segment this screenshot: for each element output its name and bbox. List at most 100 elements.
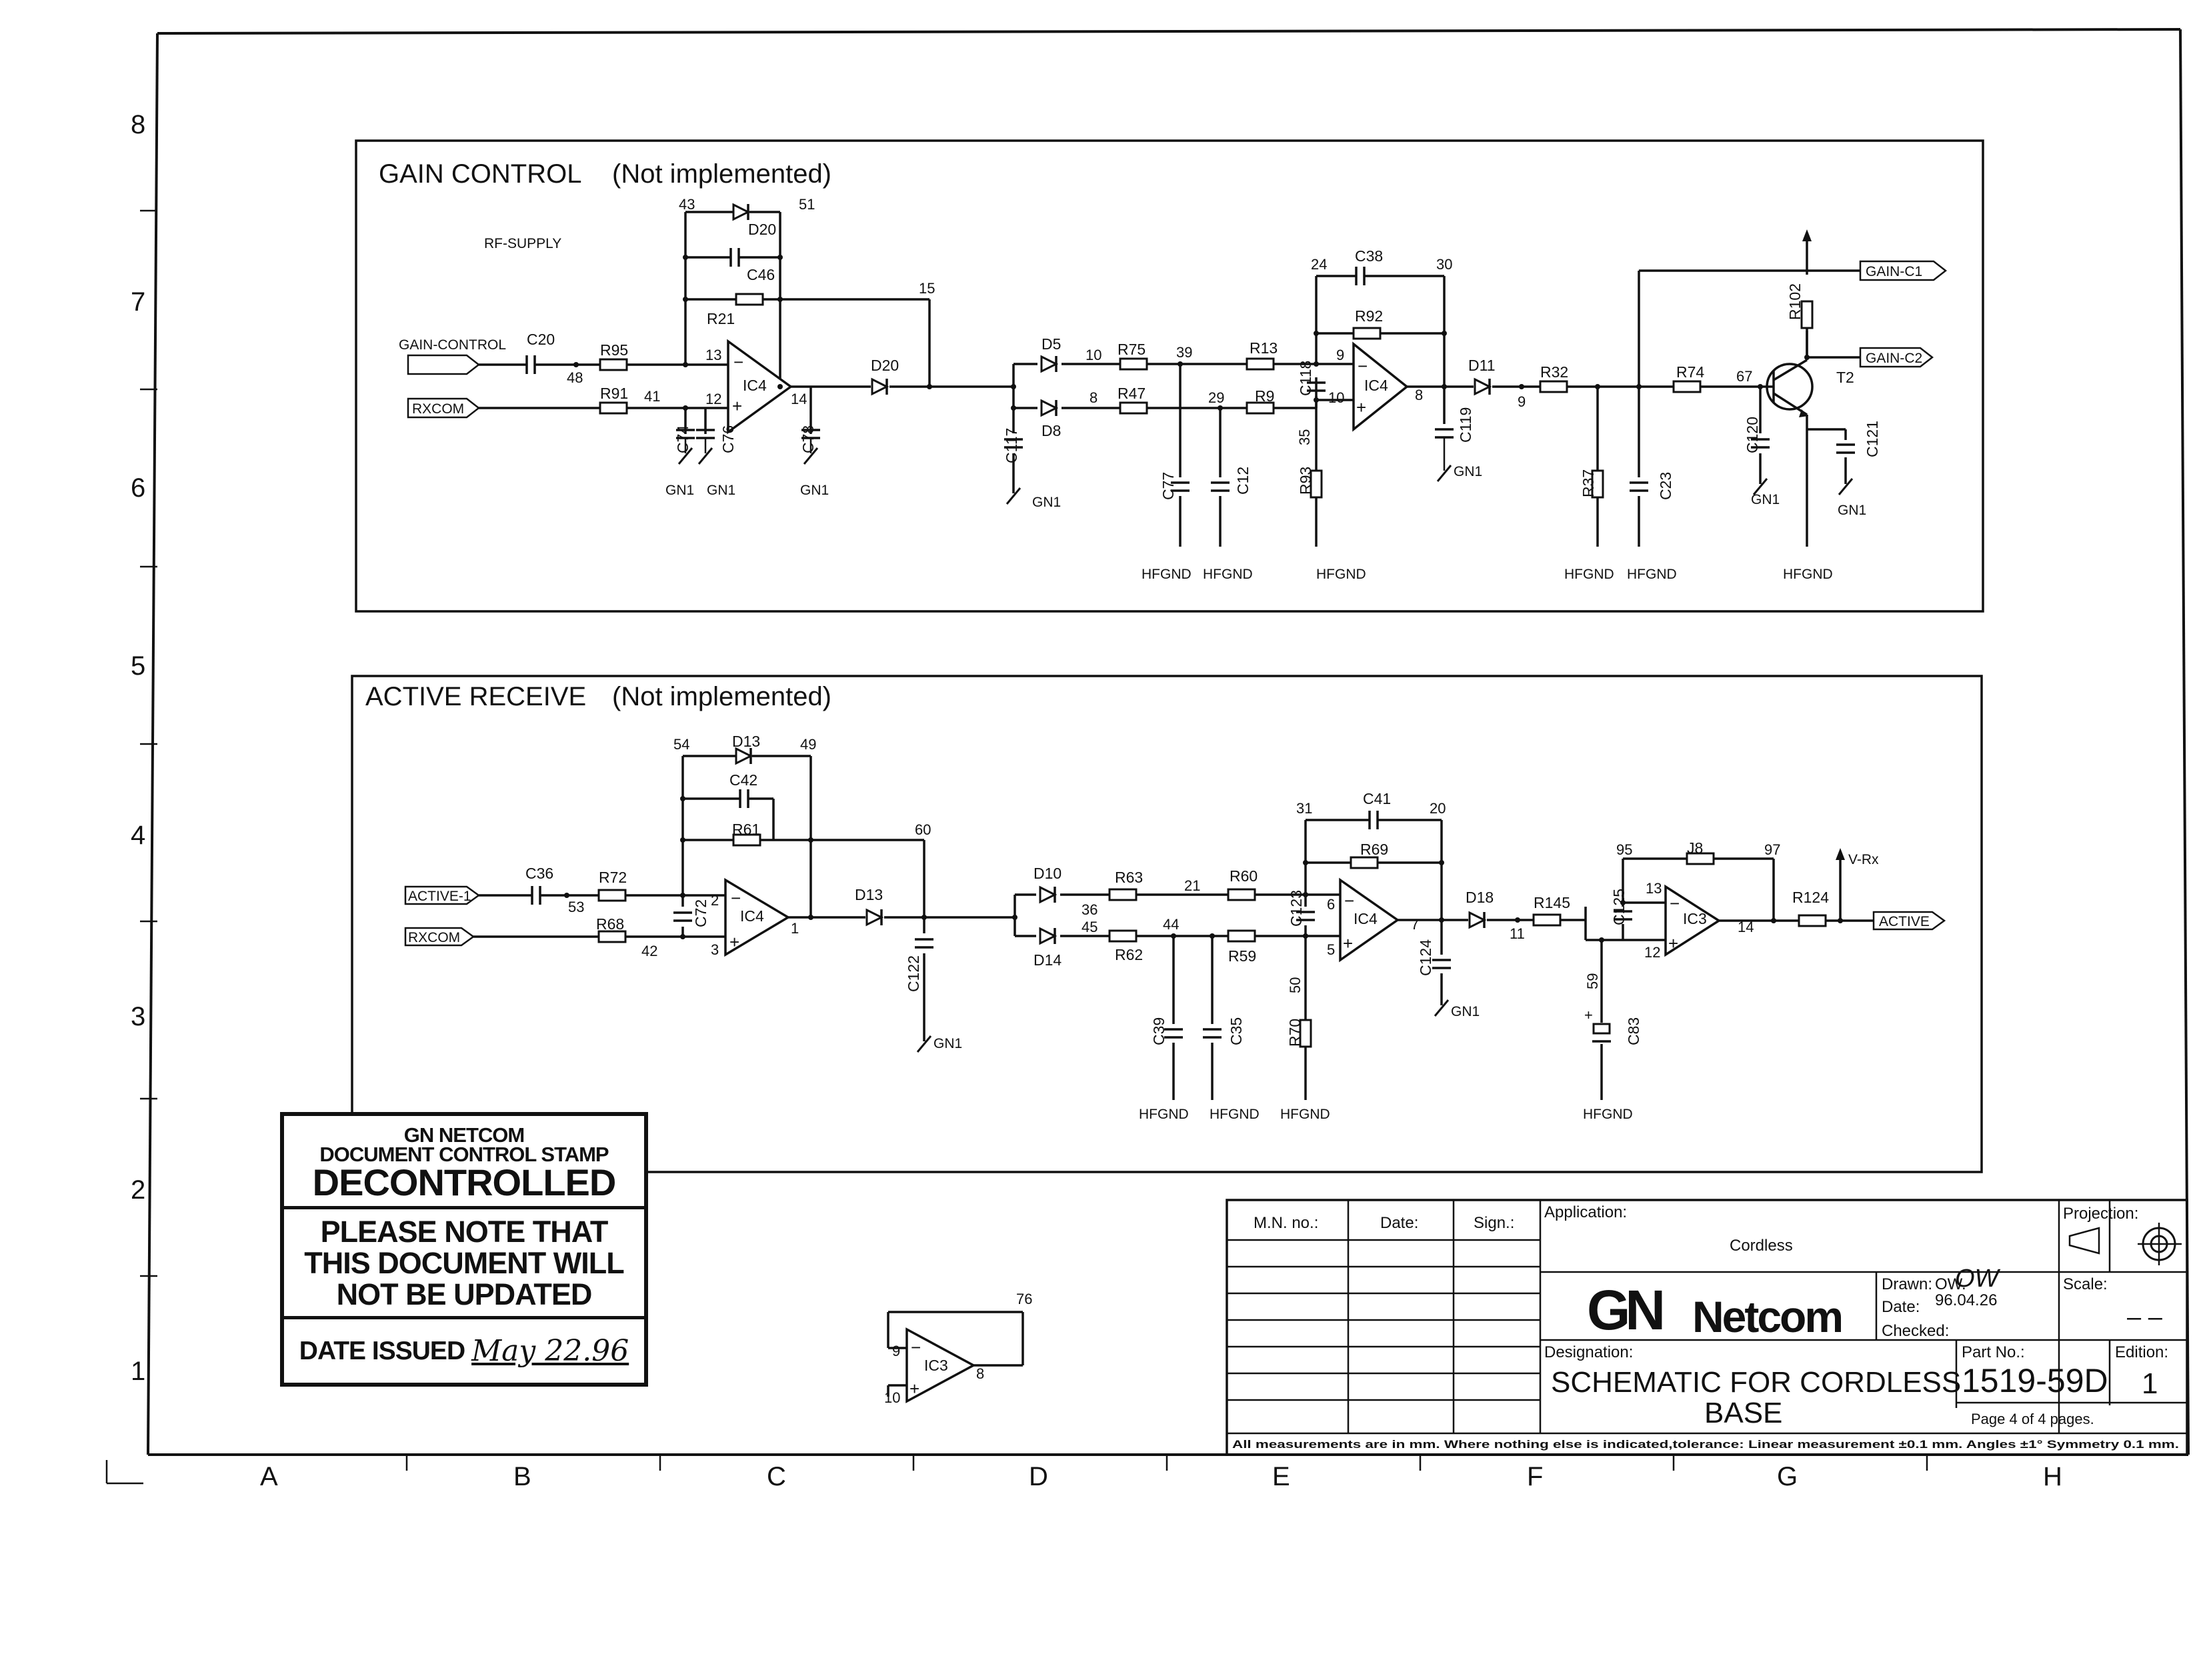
node-number: 29 (1208, 389, 1224, 406)
application-label: Application: (1544, 1203, 1627, 1221)
projection-label: Projection: (2063, 1205, 2138, 1223)
ground-label: GN1 (665, 483, 694, 498)
stamp-status: DECONTROLLED (312, 1161, 617, 1203)
col-label: D (1029, 1462, 1048, 1491)
svg-text:+: + (909, 1379, 919, 1399)
node-number: 48 (567, 369, 583, 386)
row-label: 4 (131, 821, 145, 850)
part-label: IC3 (1683, 910, 1707, 927)
node-number: 10 (1328, 389, 1344, 406)
part-label: IC4 (1364, 377, 1388, 394)
part-label: R75 (1118, 341, 1146, 358)
node-number: 7 (1411, 916, 1419, 933)
node-number: 30 (1436, 256, 1452, 273)
ground-label: GN1 (1751, 492, 1780, 507)
part-label: D20 (871, 357, 899, 374)
node-number: 97 (1764, 841, 1780, 858)
ground-label: GN1 (1454, 464, 1482, 479)
part-label: IC3 (924, 1357, 948, 1374)
stamp-header: GN NETCOM DOCUMENT CONTROL STAMP DECONTR… (284, 1116, 644, 1209)
part-label: C118 (1297, 361, 1314, 396)
port-gain-control (407, 354, 481, 375)
svg-text:+: + (732, 396, 742, 416)
port-rxcom (404, 927, 475, 947)
stamp-company: GN NETCOM (403, 1123, 525, 1147)
node-number: 43 (679, 196, 695, 213)
node-number: 21 (1184, 877, 1200, 894)
svg-text:−: − (1344, 891, 1354, 911)
node-number: 14 (791, 391, 807, 407)
ground-label: HFGND (1142, 567, 1192, 582)
row-label: 5 (131, 651, 145, 681)
node-number: 36 (1081, 901, 1097, 918)
node-number: 9 (1518, 393, 1526, 410)
node-number: 2 (711, 892, 719, 909)
port-rxcom (407, 397, 481, 419)
drawn-signature: OW (1955, 1265, 2001, 1293)
col-label: C (767, 1462, 786, 1491)
svg-text:−: − (733, 352, 743, 372)
stamp-date-signature: May 22.96 (471, 1334, 629, 1368)
stamp-note-line: PLEASE NOTE THAT (320, 1215, 609, 1249)
svg-text:+: + (1343, 933, 1353, 953)
logo-gn: GN (1587, 1279, 1662, 1341)
section-note: (Not implemented) (612, 682, 831, 711)
port-active (1872, 911, 1946, 931)
stamp-date-row: DATE ISSUED May 22.96 (284, 1319, 644, 1383)
stamp-notice: PLEASE NOTE THAT THIS DOCUMENT WILL NOT … (284, 1209, 644, 1319)
part-label: R63 (1115, 869, 1143, 886)
part-label: C42 (729, 771, 757, 789)
part-label: D14 (1033, 951, 1061, 969)
section-note: (Not implemented) (612, 159, 831, 189)
part-label: R69 (1360, 841, 1388, 858)
part-label: D5 (1041, 335, 1061, 353)
svg-text:−: − (911, 1337, 921, 1357)
node-number: 41 (644, 388, 660, 405)
node-number: 6 (1327, 896, 1335, 913)
edition-label: Edition: (2115, 1343, 2168, 1361)
tolerance-footer: All measurements are in mm. Where nothin… (1232, 1438, 2179, 1451)
page-count: Page 4 of 4 pages. (1971, 1411, 2094, 1427)
part-label: C72 (692, 899, 709, 927)
designation-line1: SCHEMATIC FOR CORDLESS (1551, 1366, 1961, 1399)
part-label: C78 (799, 425, 817, 453)
part-label: D20 (748, 221, 776, 238)
port-active-1 (404, 885, 481, 905)
ground-label: HFGND (1564, 567, 1614, 582)
mn-label: M.N. no.: (1254, 1214, 1318, 1232)
part-label: R124 (1792, 889, 1829, 906)
gn-netcom-logo: GN Netcom (1587, 1279, 1844, 1341)
col-label: H (2043, 1462, 2062, 1491)
part-label: R47 (1118, 385, 1146, 402)
row-label: 2 (131, 1175, 145, 1205)
date-label: Date: (1380, 1214, 1418, 1232)
ground-label: HFGND (1139, 1107, 1189, 1122)
ground-label: GN1 (707, 483, 735, 498)
ground-label: HFGND (1210, 1107, 1260, 1122)
active-receive-section: ACTIVE RECEIVE (Not implemented) (351, 675, 1983, 1173)
stamp-title: DOCUMENT CONTROL STAMP (319, 1143, 609, 1166)
svg-text:−: − (1670, 893, 1680, 913)
node-number: 39 (1176, 344, 1192, 361)
date2-value: 96.04.26 (1935, 1291, 1997, 1309)
part-label: R61 (732, 821, 760, 838)
part-label: R102 (1786, 283, 1804, 320)
node-number: 51 (799, 196, 815, 213)
port-label: RXCOM (412, 401, 464, 417)
node-number: 8 (976, 1365, 984, 1382)
part-label: C123 (1288, 890, 1305, 927)
node-number: 59 (1584, 973, 1601, 989)
part-label: R91 (600, 385, 628, 402)
title-block: M.N. no.: Date: Sign.: Application: Cord… (1226, 1199, 2188, 1456)
part-label: C36 (525, 865, 553, 882)
section-title: GAIN CONTROL (379, 159, 581, 189)
node-number: 53 (568, 899, 584, 915)
node-number: 20 (1430, 800, 1446, 817)
port-label: RXCOM (408, 930, 460, 945)
node-number: 54 (673, 736, 689, 753)
part-label: C39 (1150, 1017, 1168, 1045)
node-number: 9 (892, 1343, 900, 1359)
part-label: C20 (527, 331, 555, 348)
row-labels: 8 7 6 5 4 3 2 1 (131, 110, 145, 1386)
part-number-label: Part No.: (1962, 1343, 2025, 1361)
